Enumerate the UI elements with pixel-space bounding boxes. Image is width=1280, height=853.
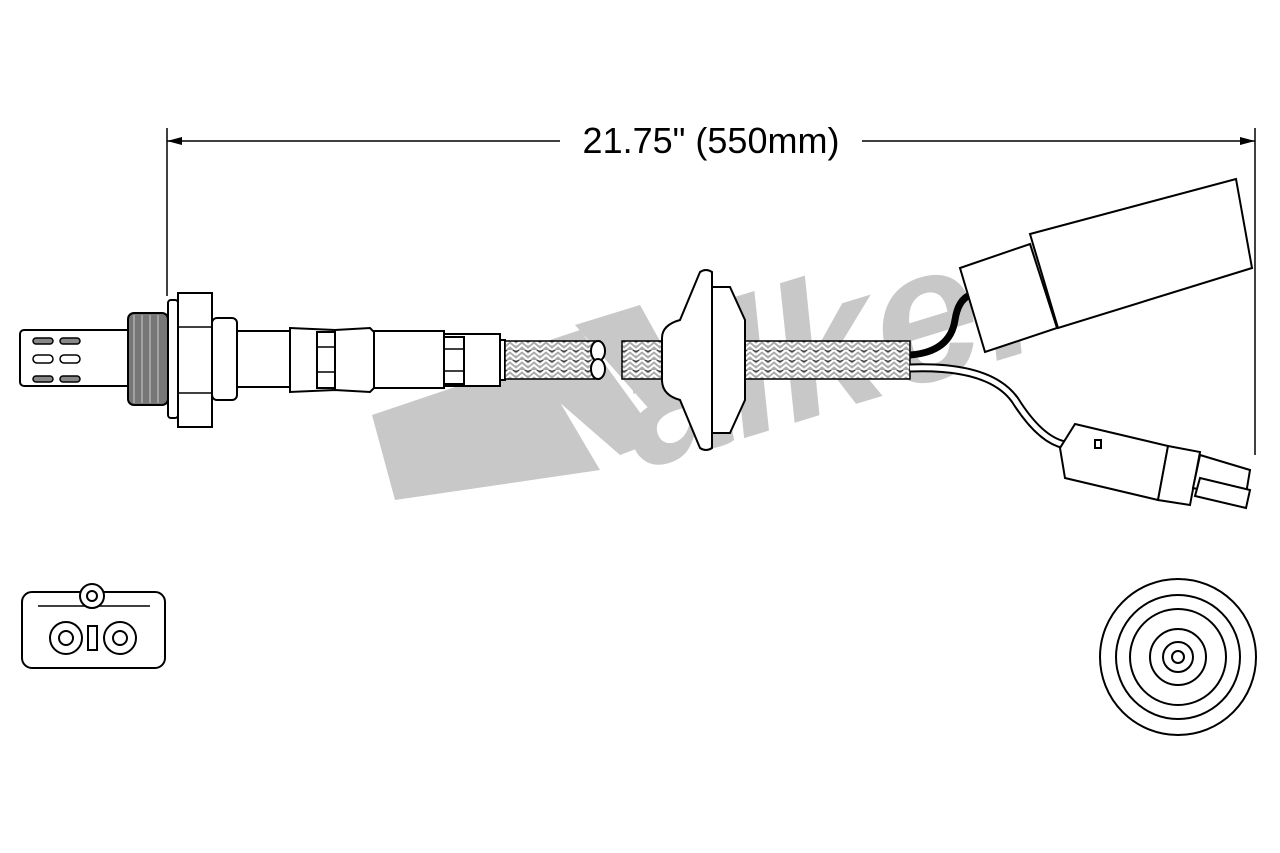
washer xyxy=(167,299,179,419)
connector-end-view xyxy=(21,583,166,669)
black-wire xyxy=(909,291,972,359)
grommet xyxy=(661,269,713,451)
hex-nut xyxy=(177,292,213,428)
dimension-label: 21.75" (550mm) xyxy=(583,120,840,161)
sensor-body xyxy=(19,292,506,428)
dimension-line xyxy=(166,128,1256,455)
braided-cable xyxy=(504,340,911,380)
heater-connector xyxy=(1058,422,1252,510)
sensor-end-view xyxy=(1099,578,1257,736)
main-connector xyxy=(958,177,1254,354)
